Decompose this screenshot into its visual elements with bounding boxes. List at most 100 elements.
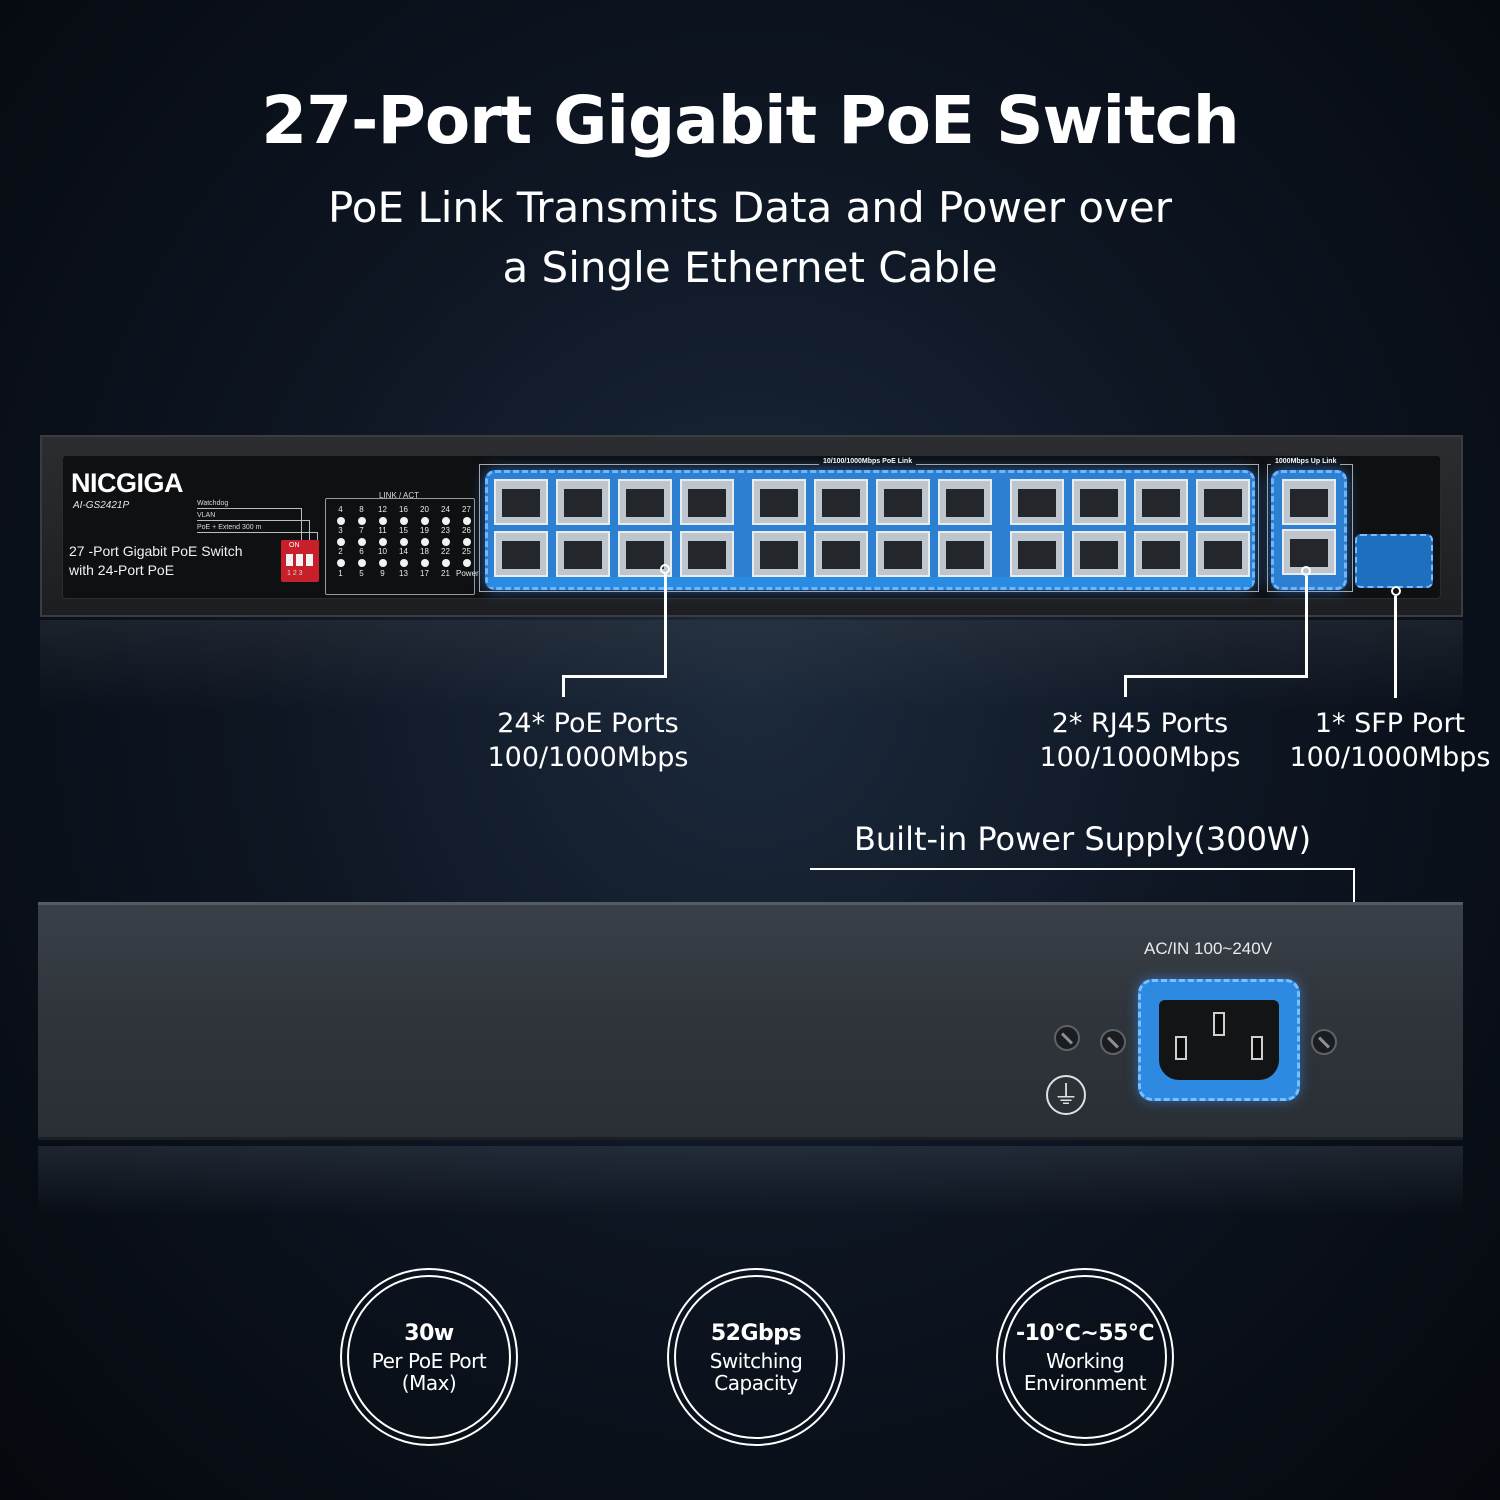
led-indicator [330,558,351,569]
poe-port-8[interactable] [680,531,734,577]
led-indicator [351,537,372,548]
poe-port-11[interactable] [814,479,868,525]
poe-port-4[interactable] [556,531,610,577]
led-port-label: 23 [441,526,450,536]
badge-value: -10℃~55℃ [1015,1320,1155,1346]
led-port-label: 15 [399,526,408,536]
switch-front-panel: NICGIGA AI-GS2421P Watchdog VLAN PoE + E… [40,435,1463,617]
led-port-label: 25 [462,547,471,557]
poe-group-label: 10/100/1000Mbps PoE Link [819,458,917,465]
poe-port-7[interactable] [680,479,734,525]
poe-port-12[interactable] [814,531,868,577]
led-port-label: 18 [420,547,429,557]
dip-leader-line [197,520,309,521]
led-title: LINK / ACT [379,491,420,500]
sfp-port-callout: 1* SFP Port 100/1000Mbps [1282,707,1498,775]
dip-leader-line [301,508,302,540]
poe-port-18[interactable] [1010,531,1064,577]
led-port-label: 20 [420,505,429,514]
led-port-label: 22 [441,547,450,557]
poe-port-16[interactable] [938,531,992,577]
model-number: AI-GS2421P [73,500,130,511]
rj45-uplink-block [1271,470,1347,590]
poe-callout-line [562,675,667,678]
power-callout-line [810,868,1355,870]
led-indicator [456,558,477,569]
poe-port-13[interactable] [876,479,930,525]
led-port-label: 19 [420,526,429,536]
led-indicator [372,537,393,548]
dip-numbers: 1 2 3 [287,570,303,577]
led-indicator [435,558,456,569]
switch-rear-panel: AC/IN 100~240V ⏚ [38,902,1463,1140]
dip-switch[interactable]: ON 1 2 3 [281,540,319,582]
description-line-1: 27 -Port Gigabit PoE Switch [69,543,243,559]
rj45-ports-line-2: 100/1000Mbps [1039,742,1241,773]
dip-on-label: ON [289,542,300,549]
poe-port-21[interactable] [1134,479,1188,525]
led-indicator [435,537,456,548]
led-indicator [414,537,435,548]
poe-port-1[interactable] [494,479,548,525]
led-port-label: 14 [399,547,408,557]
dip-label-vlan: VLAN [197,512,216,519]
led-port-label: 9 [380,568,385,578]
dip-toggle-3[interactable] [306,554,313,566]
badge-inner-ring: -10℃~55℃ Working Environment [1003,1275,1167,1439]
led-port-label: 2 [338,547,343,557]
badge-value: 52Gbps [710,1320,802,1346]
brand-logo: NICGIGA [71,468,184,498]
led-port-label: 17 [420,568,429,578]
subtitle-line-2: a Single Ethernet Cable [502,243,998,292]
led-indicator [393,516,414,527]
poe-port-9[interactable] [752,479,806,525]
screw-icon [1100,1029,1126,1055]
dip-leader-line [197,532,317,533]
sfp-port-line-1: 1* SFP Port [1314,708,1466,739]
rj45-ports-line-1: 2* RJ45 Ports [1051,708,1229,739]
poe-port-14[interactable] [876,531,930,577]
uplink-group-label: 1000Mbps Up Link [1271,458,1341,465]
poe-port-19[interactable] [1072,479,1126,525]
socket-pin-earth [1213,1012,1225,1036]
dip-label-poe-extend: PoE + Extend 300 m [197,524,262,531]
front-description: 27 -Port Gigabit PoE Switch with 24-Port… [69,542,289,580]
iec-power-socket[interactable] [1138,979,1300,1101]
poe-port-15[interactable] [938,479,992,525]
poe-port-5[interactable] [618,479,672,525]
poe-port-3[interactable] [556,479,610,525]
led-port-label: 1 [338,568,343,578]
socket-pin-live [1175,1036,1187,1060]
poe-port-2[interactable] [494,531,548,577]
iec-socket-cavity [1159,1000,1279,1080]
poe-ports-line-2: 100/1000Mbps [487,742,689,773]
poe-callout-line [664,574,667,678]
dip-toggle-2[interactable] [296,554,303,566]
sfp-port-27[interactable] [1355,534,1433,588]
poe-port-17[interactable] [1010,479,1064,525]
led-port-label: 6 [359,547,364,557]
description-line-2: with 24-Port PoE [69,562,175,578]
led-indicator [456,537,477,548]
poe-port-24[interactable] [1196,531,1250,577]
front-panel-face: NICGIGA AI-GS2421P Watchdog VLAN PoE + E… [62,455,1441,599]
power-supply-callout: Built-in Power Supply(300W) [853,820,1312,858]
led-port-label: 21 [441,568,450,578]
rj45-callout-line [1305,576,1308,678]
poe-port-22[interactable] [1134,531,1188,577]
poe-port-10[interactable] [752,531,806,577]
poe-callout-dot [660,564,670,574]
dip-toggle-1[interactable] [286,554,293,566]
rj45-callout-line [1124,675,1127,697]
led-port-label: 3 [338,526,343,536]
poe-port-23[interactable] [1196,479,1250,525]
led-indicator [414,516,435,527]
poe-port-block [485,470,1255,590]
led-port-label: 5 [359,568,364,578]
badge-label-line-2: Capacity [714,1370,798,1395]
led-port-label: 27 [462,505,471,514]
poe-port-20[interactable] [1072,531,1126,577]
rj45-port-25[interactable] [1282,479,1336,525]
rj45-port-26[interactable] [1282,529,1336,575]
